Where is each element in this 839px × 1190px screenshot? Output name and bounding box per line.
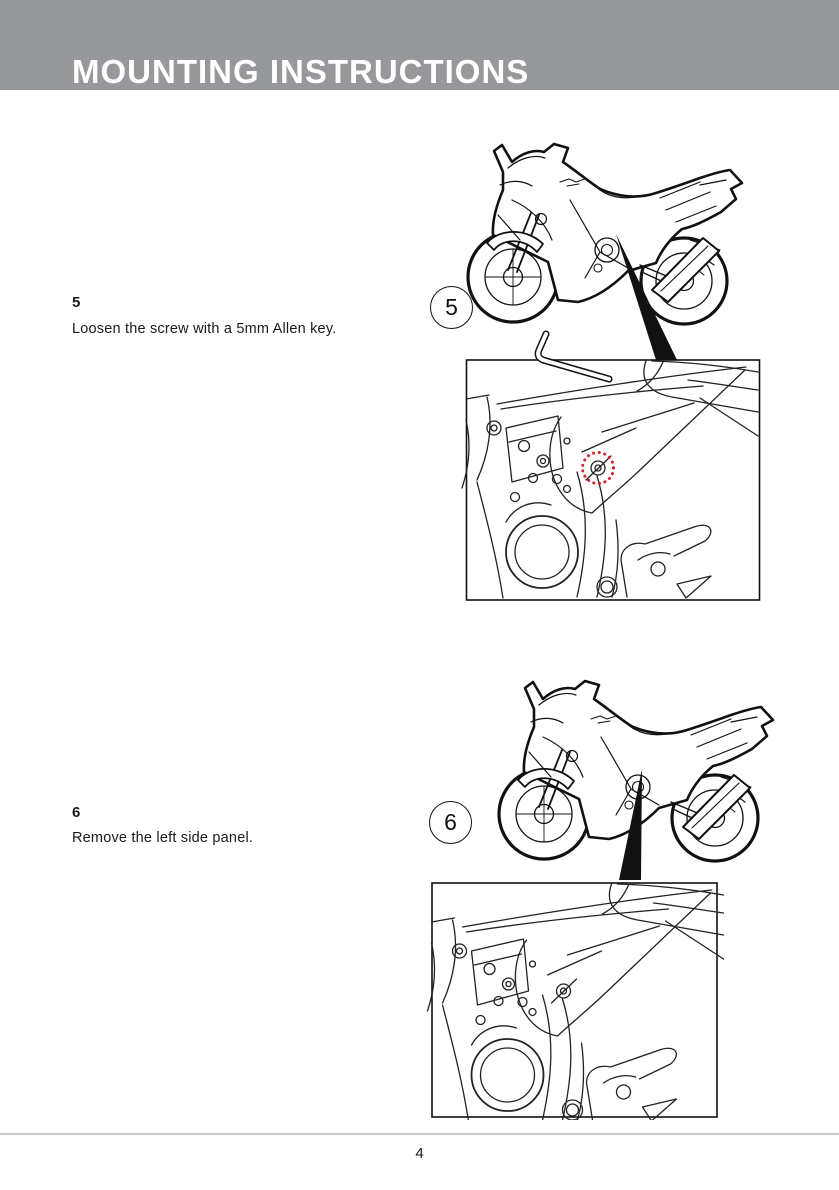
step-6-instruction: Remove the left side panel. <box>72 830 254 846</box>
page-title: MOUNTING INSTRUCTIONS <box>72 53 530 90</box>
detail-box <box>431 882 718 1118</box>
step-6-badge-label: 6 <box>444 809 457 835</box>
highlight-circle <box>581 451 615 485</box>
step-5-figure <box>461 142 761 601</box>
allen-key-icon <box>534 330 613 383</box>
step-6-number: 6 <box>72 804 81 821</box>
callout-wedge <box>616 234 677 360</box>
callout-wedge <box>619 769 642 880</box>
header-bar: MOUNTING INSTRUCTIONS <box>0 0 839 90</box>
step-5-instruction: Loosen the screw with a 5mm Allen key. <box>72 321 337 337</box>
detail-box <box>465 359 761 601</box>
step-5-badge: 5 <box>430 286 473 329</box>
step-5-badge-label: 5 <box>445 294 458 320</box>
step-6-badge: 6 <box>429 801 472 844</box>
step-5-number: 5 <box>72 294 81 311</box>
footer-divider <box>0 1133 839 1135</box>
step-6-figure <box>426 679 775 1120</box>
page-number: 4 <box>415 1145 424 1162</box>
